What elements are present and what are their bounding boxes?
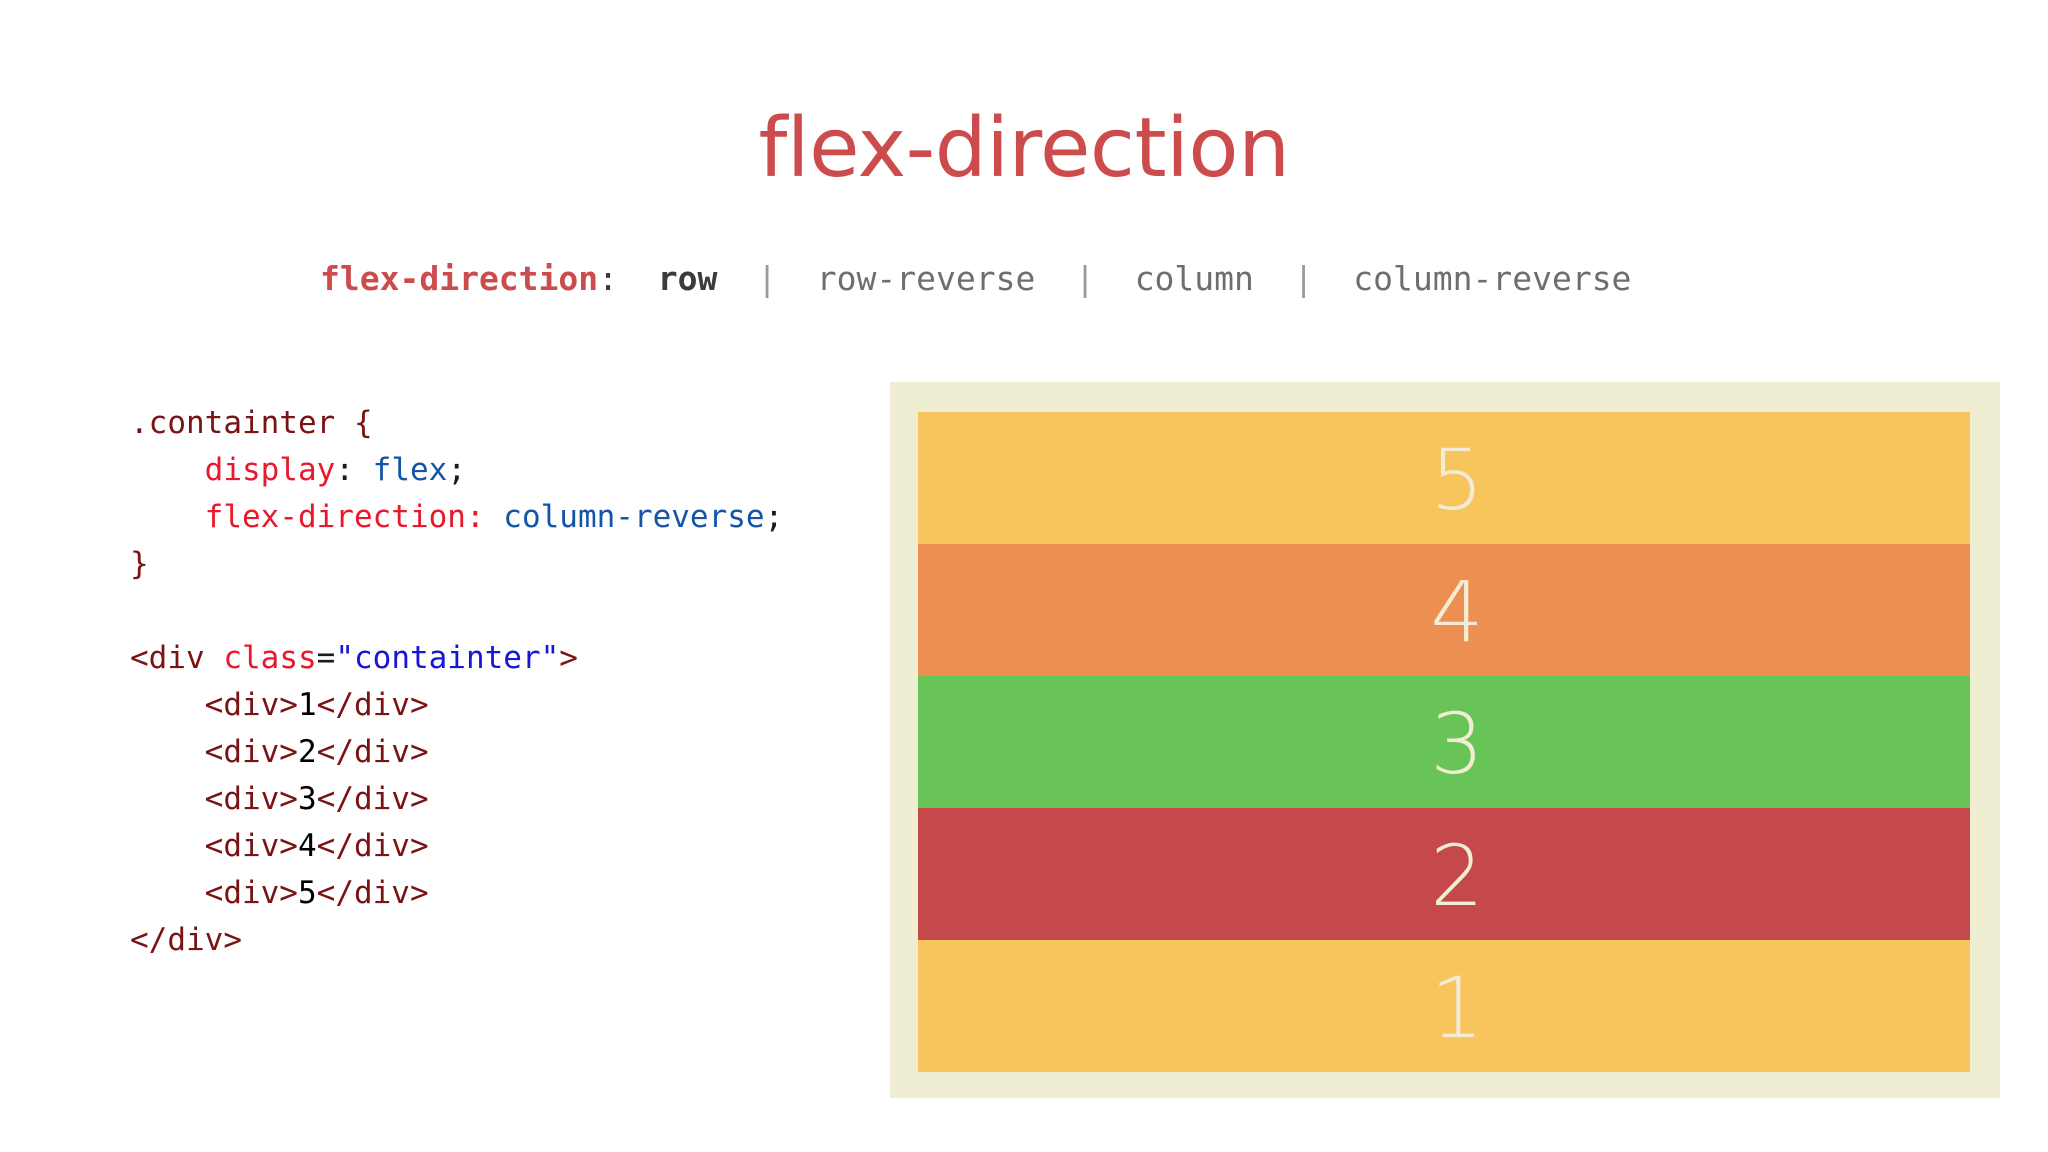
- html-attr-value: "containter": [335, 640, 560, 676]
- flex-item-4: 4: [918, 544, 1970, 676]
- css-semicolon-flex-direction: ;: [764, 499, 784, 535]
- css-selector-line: .containter {: [130, 405, 373, 441]
- css-open-brace: {: [353, 405, 373, 441]
- html-child-close-1: </div>: [316, 687, 429, 723]
- flex-item-label-1: 1: [1430, 959, 1484, 1057]
- html-child-2: <div>2</div>: [130, 734, 429, 770]
- flex-item-label-2: 2: [1430, 827, 1484, 925]
- html-open-tag-start: <div: [130, 640, 224, 676]
- html-child-close-5: </div>: [316, 875, 429, 911]
- css-property-flex-direction: flex-direction:: [204, 499, 485, 535]
- css-declaration-flex-direction: flex-direction: column-reverse;: [130, 499, 784, 535]
- flex-item-label-4: 4: [1430, 563, 1484, 661]
- flex-item-2: 2: [918, 808, 1970, 940]
- html-attr-name: class: [223, 640, 317, 676]
- page-title: flex-direction: [758, 101, 1290, 196]
- syntax-value-column: column: [1134, 259, 1254, 298]
- flex-item-label-5: 5: [1430, 431, 1484, 529]
- html-child-close-3: </div>: [316, 781, 429, 817]
- html-child-5: <div>5</div>: [130, 875, 429, 911]
- syntax-colon: :: [598, 259, 619, 298]
- html-child-text-2: 2: [297, 734, 317, 770]
- html-close-tag: </div>: [130, 922, 242, 958]
- html-close-tag-line: </div>: [130, 922, 242, 958]
- css-selector: .containter: [130, 405, 336, 441]
- html-child-open-5: <div>: [204, 875, 298, 911]
- syntax-separator-2: |: [1075, 259, 1095, 298]
- html-child-open-3: <div>: [204, 781, 298, 817]
- html-open-tag-end: >: [559, 640, 578, 676]
- html-child-close-4: </div>: [316, 828, 429, 864]
- css-close-brace: }: [130, 546, 149, 582]
- html-child-text-4: 4: [297, 828, 317, 864]
- syntax-value-row: row: [657, 259, 718, 298]
- html-open-tag-line: <div class="containter">: [130, 640, 578, 676]
- html-child-3: <div>3</div>: [130, 781, 429, 817]
- syntax-value-column-reverse: column-reverse: [1353, 259, 1632, 298]
- css-value-column-reverse: column-reverse: [503, 499, 765, 535]
- html-child-text-1: 1: [297, 687, 317, 723]
- syntax-separator-1: |: [757, 259, 778, 298]
- css-semicolon-display: ;: [447, 452, 466, 488]
- flex-item-5: 5: [918, 412, 1970, 544]
- flex-container-demo: 1 2 3 4 5: [918, 412, 1970, 1072]
- flex-item-3: 3: [918, 676, 1970, 808]
- syntax-value-row-reverse: row-reverse: [816, 259, 1036, 298]
- html-child-text-3: 3: [297, 781, 317, 817]
- html-child-open-1: <div>: [204, 687, 298, 723]
- demo-panel: 1 2 3 4 5: [890, 382, 2000, 1098]
- syntax-separator-3: |: [1293, 259, 1314, 298]
- code-blank-line: [130, 588, 783, 635]
- syntax-summary: flex-direction: row | row-reverse | colu…: [320, 262, 1631, 295]
- css-value-flex: flex: [372, 452, 448, 488]
- html-attr-eq: =: [316, 640, 336, 676]
- html-child-open-2: <div>: [204, 734, 298, 770]
- flex-item-1: 1: [918, 940, 1970, 1072]
- syntax-property: flex-direction: [320, 259, 599, 298]
- html-child-open-4: <div>: [204, 828, 298, 864]
- html-child-close-2: </div>: [316, 734, 429, 770]
- html-child-4: <div>4</div>: [130, 828, 429, 864]
- css-close-brace-line: }: [130, 546, 149, 582]
- html-child-1: <div>1</div>: [130, 687, 429, 723]
- code-sample: .containter { display: flex; flex-direct…: [130, 400, 783, 964]
- css-property-display: display: [204, 452, 336, 488]
- flex-item-label-3: 3: [1430, 695, 1484, 793]
- css-colon-display: :: [335, 452, 354, 488]
- css-declaration-display: display: flex;: [130, 452, 466, 488]
- html-child-text-5: 5: [297, 875, 317, 911]
